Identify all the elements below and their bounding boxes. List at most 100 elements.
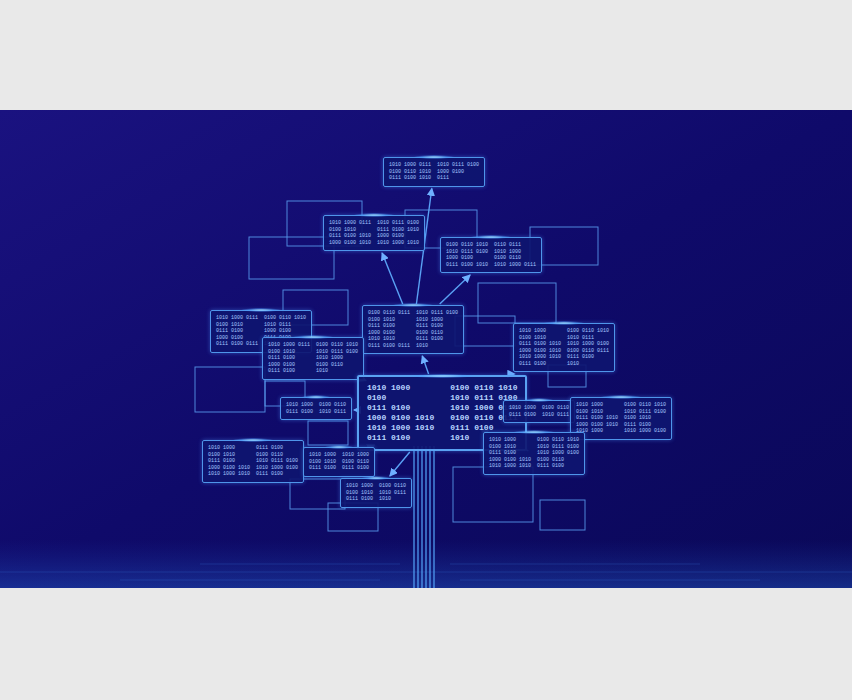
binary-text: 0100 0110 1010: [316, 342, 358, 349]
data-box: 1010 10000100 10100111 0100 10101000 010…: [513, 323, 615, 372]
binary-text: 0100 1010: [216, 322, 258, 329]
binary-text: 1000 0100: [216, 335, 258, 342]
binary-text: 0111 0100 1010: [446, 262, 488, 269]
binary-text: 0111 0100: [309, 465, 336, 472]
binary-text: 1010: [316, 368, 358, 375]
binary-text: 0111 0100: [286, 409, 313, 416]
binary-text: 0100 0110 1010: [450, 383, 517, 393]
binary-text: 1000 0100: [446, 255, 488, 262]
binary-text: 0111 0100 1010: [329, 233, 371, 240]
binary-text: 1000 0100 1010: [489, 457, 531, 464]
binary-text: 1010 1000 1010: [519, 354, 561, 361]
binary-text: 0111 0100: [268, 368, 310, 375]
binary-text: 0111 0100: [537, 463, 579, 470]
data-box: 0100 0110 10101010 0111 01001000 0100011…: [440, 237, 542, 273]
binary-text: 0111 0100: [342, 465, 369, 472]
binary-text: 0100 0110: [316, 362, 358, 369]
binary-text: 0100 1010: [489, 444, 531, 451]
binary-text: 0100 0110: [342, 459, 369, 466]
binary-text: 1010 1000: [489, 437, 531, 444]
data-box: 1010 10000100 10100111 01001010 10000100…: [303, 447, 375, 477]
binary-text: 0111 0100: [416, 323, 458, 330]
binary-text: 1010 1000 0111: [389, 162, 431, 169]
binary-text: 0111 0100: [416, 336, 458, 343]
binary-text: 0111 0100: [346, 496, 373, 503]
data-box: 1010 10000100 10100111 01001000 0100 101…: [202, 440, 304, 483]
binary-text: 1010 1000 1010: [208, 471, 250, 478]
binary-text: 0100 1010: [309, 459, 336, 466]
binary-text: 0111 0100 1010: [377, 227, 419, 234]
binary-text: 1000 0100 1010: [329, 240, 371, 247]
binary-text: 0111 0100: [567, 354, 609, 361]
binary-text: 0111 0100: [489, 450, 531, 457]
binary-text: 0100 1010: [268, 349, 310, 356]
binary-text: 0100 0110 0111: [567, 348, 609, 355]
binary-text: 1010 1000 0100: [256, 465, 298, 472]
binary-text: 1010 1000: [367, 383, 434, 393]
binary-text: 1010 0111: [542, 412, 569, 419]
binary-text: 0111 0100 1010: [576, 415, 618, 422]
binary-text: 0100 1010: [329, 227, 371, 234]
binary-text: 1010 1000: [342, 452, 369, 459]
binary-text: 1010 1000: [416, 317, 458, 324]
data-box: 1010 10000111 0100 0100 01101010 0111: [503, 400, 575, 423]
binary-text: 1000 0100: [377, 233, 419, 240]
binary-text: 0100 0110: [542, 405, 569, 412]
arrow-connector: [382, 253, 403, 304]
binary-text: 0100 0110 1010: [624, 402, 666, 409]
binary-text: 1000 0100 1010: [519, 348, 561, 355]
binary-text: 0111 0100 1010: [389, 175, 431, 182]
binary-text: 0100 0110: [256, 452, 298, 459]
data-box: 1010 10000100 10100111 01000100 01101010…: [340, 478, 412, 508]
arrow-connector: [354, 409, 356, 410]
binary-text: 0111 0100: [367, 403, 434, 413]
binary-text: 1000 0100: [368, 330, 410, 337]
data-box: 1010 10000100 10100111 01001000 0100 101…: [483, 432, 585, 475]
binary-text: 0100 0110 1010: [264, 315, 306, 322]
binary-text: 0111 0100 0111: [216, 341, 258, 348]
binary-text: 1010 1000: [509, 405, 536, 412]
binary-text: 0111 0100: [367, 433, 434, 443]
binary-text: 1010 1000 0100: [537, 450, 579, 457]
empty-frames: [195, 201, 598, 531]
binary-text: 1010 0111 0100: [437, 162, 479, 169]
binary-text: 1010 0111 0100: [537, 444, 579, 451]
binary-text: 0100 0110 1010: [446, 242, 488, 249]
binary-text: 1010 1000: [309, 452, 336, 459]
binary-text: 0100: [367, 393, 434, 403]
binary-text: 0100 1010: [346, 490, 373, 497]
binary-text: 0100 1010: [519, 335, 561, 342]
binary-text: 0100 0110 1010: [389, 169, 431, 176]
binary-text: 1010 0111: [264, 322, 306, 329]
binary-text: 0111 0100: [216, 328, 258, 335]
binary-text: 1000 0100 1010: [576, 422, 618, 429]
binary-text: 0111 0100: [256, 471, 298, 478]
binary-text: 0100 0110: [494, 255, 536, 262]
binary-text: 1010 1000 1010: [377, 240, 419, 247]
data-box: 1010 1000 01110100 10100111 0100 1010100…: [323, 215, 425, 251]
binary-text: 0100 0110: [416, 330, 458, 337]
dark-panel: [0, 110, 852, 588]
binary-text: 0111 0100: [256, 445, 298, 452]
binary-text: 1010 1000 0111: [216, 315, 258, 322]
binary-text: 1010 1000: [316, 355, 358, 362]
binary-text: 0110 0111: [494, 242, 536, 249]
binary-text: 1010 0111 0100: [316, 349, 358, 356]
binary-text: 1000 0100: [268, 362, 310, 369]
binary-text: 1010 1000 1010: [489, 463, 531, 470]
data-box: 1010 1000 01110100 0110 10100111 0100 10…: [383, 157, 485, 187]
binary-text: 1000 0100: [437, 169, 479, 176]
binary-text: 1010 0111 0100: [624, 409, 666, 416]
binary-text: 0100 1010: [576, 409, 618, 416]
binary-text: 1010 0111 0100: [446, 249, 488, 256]
binary-text: 1010: [567, 361, 609, 368]
binary-text: 1010 1000: [576, 402, 618, 409]
light-band: [0, 588, 852, 700]
binary-text: 0111 0100: [368, 323, 410, 330]
arrow-connector: [422, 356, 428, 374]
binary-text: 0111 0100: [509, 412, 536, 419]
binary-text: 0111: [437, 175, 479, 182]
data-box: 0100 0110 01110100 10100111 01001000 010…: [362, 305, 464, 354]
binary-text: 1000 0100 1010: [208, 465, 250, 472]
